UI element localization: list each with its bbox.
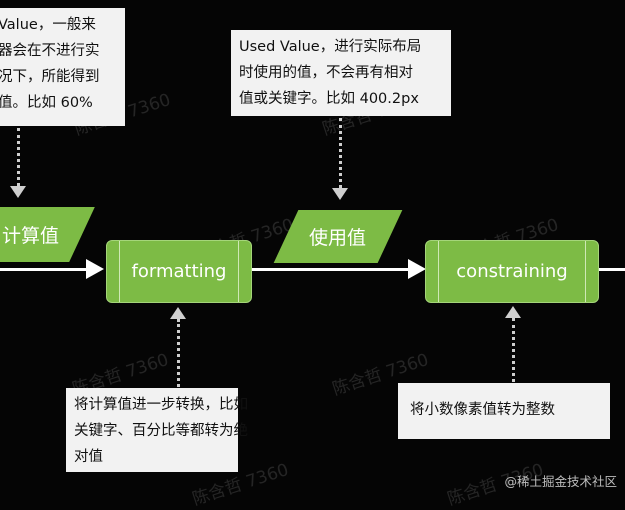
flow-line [252,268,410,271]
note-line: 关键字、百分比等都转为绝 [74,423,248,439]
arrow-down-icon [10,186,26,198]
site-credit: @稀土掘金技术社区 [504,474,617,489]
used-value-note: Used Value，进行实际布局 时使用的值，不会再有相对 值或关键字。比如 … [231,30,451,116]
note-line: 器会在不进行实 [0,43,100,59]
used-value-node: 使用值 [273,210,403,263]
arrow-right-icon [408,259,426,279]
arrow-up-icon [505,306,521,318]
note-line: Used Value，进行实际布局 [239,39,422,55]
connector-dotted [512,318,515,382]
computed-value-label: 计算值 [2,225,60,247]
connector-dotted [17,128,20,186]
arrow-down-icon [332,188,348,200]
computed-value-node: 计算值 [0,207,95,262]
note-line: 况下，所能得到 [0,69,100,85]
note-line: 值。比如 60% [0,95,93,111]
note-line: 值或关键字。比如 400.2px [239,91,419,107]
arrow-up-icon [170,307,186,319]
connector-dotted [177,319,180,387]
flow-line [0,268,88,271]
note-line: 对值 [74,449,103,465]
note-line: Value，一般来 [0,17,96,33]
arrow-right-icon [86,259,104,279]
formatting-process: formatting [106,240,252,303]
flow-line [598,268,625,271]
formatting-note: 将计算值进一步转换，比如 关键字、百分比等都转为绝 对值 [66,388,248,472]
note-line: 将计算值进一步转换，比如 [74,397,248,413]
note-line: 时使用的值，不会再有相对 [239,65,413,81]
connector-dotted [339,118,342,188]
formatting-label: formatting [131,261,227,282]
constraining-note: 将小数像素值转为整数 [398,383,610,439]
used-value-label: 使用值 [309,227,367,249]
constraining-label: constraining [456,261,568,282]
note-line: 将小数像素值转为整数 [410,402,555,418]
computed-value-note: Value，一般来 器会在不进行实 况下，所能得到 值。比如 60% [0,8,125,126]
constraining-process: constraining [425,240,599,303]
